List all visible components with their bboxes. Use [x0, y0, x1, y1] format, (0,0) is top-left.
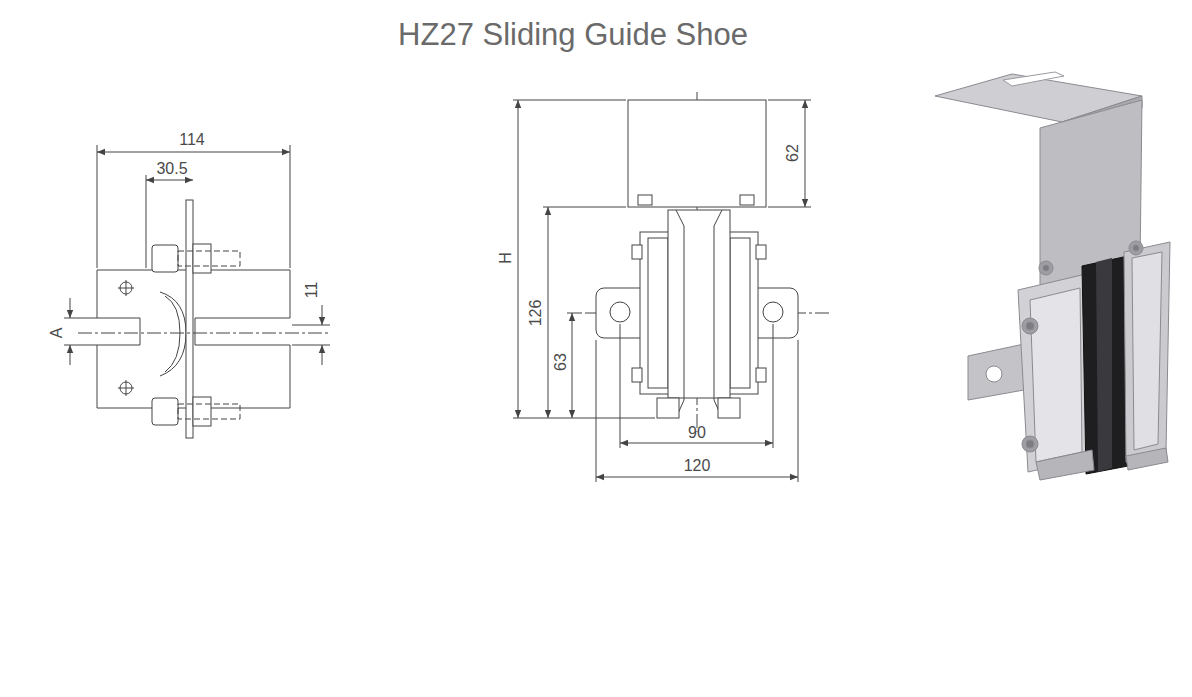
side-view-part: [126, 280, 127, 296]
side-view-part: [186, 200, 193, 438]
dimension-label: 126: [527, 300, 545, 327]
product-render-part: [1022, 318, 1038, 334]
product-render-part: [1126, 448, 1168, 470]
front-view-part: [648, 238, 668, 388]
product-render-part: [1096, 258, 1112, 472]
center-line: [78, 92, 832, 432]
dimension-label: 120: [684, 457, 711, 475]
dimension-lines-part: [290, 145, 291, 268]
product-render-part: [986, 366, 1002, 382]
front-view-part: [730, 238, 750, 388]
dimension-lines-part: [596, 340, 597, 482]
front-view-part: [676, 210, 684, 418]
dimension-lines-part: [620, 443, 773, 444]
dimension-lines-part: [64, 345, 97, 346]
dimension-lines-part: [798, 340, 799, 482]
front-view-part: [610, 302, 630, 322]
dimension-label: 30.5: [156, 160, 187, 178]
product-render-part: [968, 344, 1024, 400]
center-line-part: [78, 333, 330, 334]
dimension-lines-part: [146, 175, 147, 268]
front-view-part: [718, 398, 740, 418]
dimension-lines-part: [70, 345, 71, 365]
product-render: [935, 72, 1170, 480]
product-render-part: [1129, 241, 1143, 255]
side-view-part: [178, 251, 240, 266]
dimension-lines-part: [518, 100, 519, 418]
product-render-part: [1082, 256, 1128, 474]
dimension-label: 63: [552, 353, 570, 371]
product-render-part: [1003, 72, 1064, 86]
dimension-lines-part: [567, 313, 582, 314]
front-view-part: [668, 210, 730, 398]
dimension-lines-part: [146, 180, 193, 181]
dimension-label: 11: [303, 282, 321, 299]
front-view-part: [740, 195, 754, 205]
dimension-lines-part: [773, 324, 774, 448]
front-view-part: [756, 368, 766, 382]
dimension-lines-part: [322, 305, 323, 325]
front-view-part: [714, 210, 722, 418]
dimension-label: 62: [784, 144, 802, 162]
product-render-part: [1133, 245, 1139, 251]
dimension-lines: [64, 100, 811, 482]
product-render-part: [1030, 288, 1082, 462]
product-render-part: [1036, 450, 1094, 480]
dimension-lines-part: [97, 152, 290, 153]
dimension-lines-part: [805, 100, 806, 207]
product-render-part: [1132, 252, 1162, 450]
dimension-label: 114: [179, 131, 205, 149]
front-view-part: [763, 302, 783, 322]
product-render-part: [1124, 242, 1170, 462]
dimension-lines-part: [596, 477, 798, 478]
dimension-lines-part: [292, 325, 330, 326]
product-render-part: [1026, 440, 1034, 448]
side-view-part: [126, 380, 127, 396]
side-view-part: [160, 292, 186, 376]
drawing-title: HZ27 Sliding Guide Shoe: [398, 17, 748, 53]
dimension-lines-part: [70, 298, 71, 318]
dimension-lines-part: [322, 345, 323, 365]
product-render-part: [1018, 274, 1090, 472]
dimension-lines-part: [292, 345, 330, 346]
side-view-part: [178, 404, 240, 419]
dimension-lines-part: [572, 313, 573, 418]
side-view-part: [152, 245, 178, 272]
front-view-part: [628, 100, 766, 207]
dimension-lines-part: [97, 145, 98, 268]
dimension-lines-part: [64, 318, 97, 319]
product-render-part: [1026, 322, 1034, 330]
side-view-part: [165, 296, 180, 372]
dimension-lines-part: [513, 100, 626, 101]
dimension-lines-part: [548, 207, 549, 418]
dimension-label: A: [48, 328, 66, 339]
front-view-part: [756, 245, 766, 259]
dimension-lines-part: [543, 207, 626, 208]
dimension-lines-part: [620, 324, 621, 448]
front-view-part: [632, 368, 642, 382]
side-view-part: [193, 397, 211, 426]
front-view-part: [638, 195, 652, 205]
side-view-part: [152, 398, 178, 425]
dimension-label: 90: [688, 424, 706, 442]
front-view-part: [657, 398, 679, 418]
side-view-part: [193, 244, 211, 273]
dimension-label: H: [497, 252, 515, 264]
dimension-lines-part: [513, 418, 655, 419]
side-view: [97, 200, 290, 438]
front-view-part: [632, 245, 642, 259]
product-render-part: [1022, 436, 1038, 452]
front-view: [596, 100, 798, 418]
product-render-part: [1043, 265, 1049, 271]
product-render-part: [1039, 261, 1053, 275]
